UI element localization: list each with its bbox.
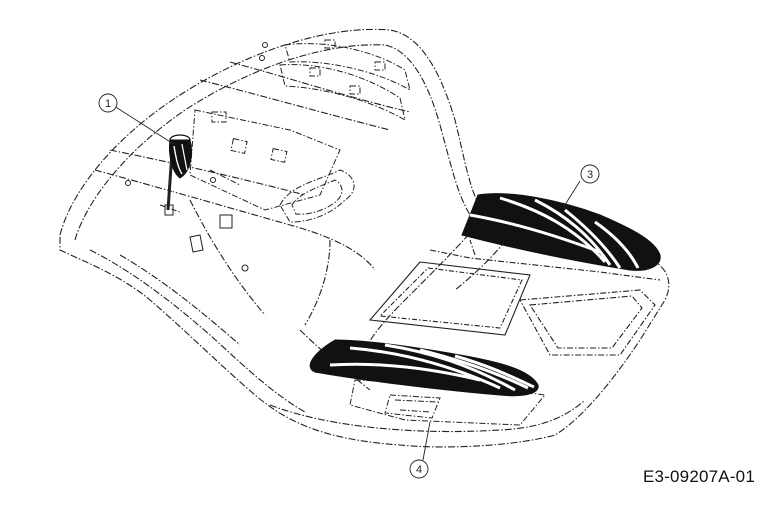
callout-4-label: 4 xyxy=(416,464,422,476)
rear-handle xyxy=(279,39,411,121)
left-foot-mat xyxy=(309,339,539,397)
fender-body xyxy=(59,28,670,448)
drawing-reference-code: E3-09207A-01 xyxy=(642,467,755,486)
callout-4: 4 xyxy=(409,459,429,479)
callout-1-label: 1 xyxy=(105,98,111,110)
callout-3: 3 xyxy=(580,164,600,184)
console-plate xyxy=(159,109,355,223)
shift-lever xyxy=(164,134,193,216)
callout-3-label: 3 xyxy=(587,169,593,181)
mounting-clips xyxy=(125,42,268,272)
callout-1: 1 xyxy=(98,93,118,113)
callout-leaders xyxy=(110,103,581,461)
floor-panel xyxy=(368,239,661,356)
right-foot-mat xyxy=(461,193,661,271)
